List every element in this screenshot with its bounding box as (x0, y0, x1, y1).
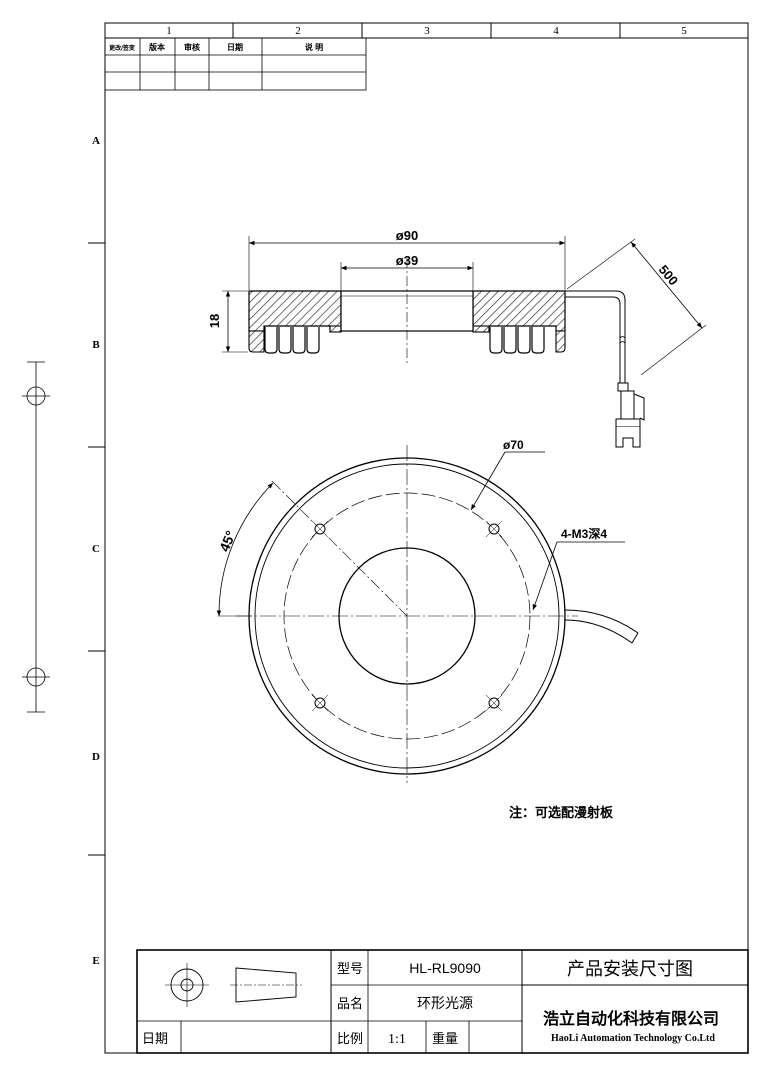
mounting-holes (311, 520, 503, 712)
dim-angle: 45° (216, 528, 239, 554)
zone-col-3: 3 (424, 25, 430, 37)
title-block: 型号 品名 比例 日期 重量 HL-RL9090 环形光源 1:1 产品安装尺寸… (136, 949, 749, 1054)
zone-col-4: 4 (553, 25, 559, 37)
revision-table: 更改/签变 版本 审核 日期 说 明 (104, 37, 367, 91)
company-name-cn: 浩立自动化科技有限公司 (543, 1009, 719, 1028)
binding-holes (22, 361, 50, 713)
revision-header-review: 审核 (184, 42, 200, 52)
drawing-frame (88, 22, 749, 1054)
side-body-left (248, 290, 342, 332)
top-diagonal-line (271, 480, 408, 617)
model-value: HL-RL9090 (409, 960, 481, 976)
drawing-note: 注：可选配漫射板 (509, 805, 614, 820)
revision-header-change: 更改/签变 (109, 44, 135, 52)
zone-col-1: 1 (166, 25, 172, 37)
mounting-hole-icon (311, 694, 329, 712)
dim-height: 18 (207, 314, 222, 328)
dim-pcd: ø70 (503, 438, 524, 452)
date-label: 日期 (142, 1031, 168, 1046)
zone-row-b: B (92, 339, 100, 351)
side-body-right (472, 290, 566, 332)
dim-outer-diameter: ø90 (396, 228, 418, 243)
scale-label: 比例 (337, 1031, 363, 1046)
weight-label: 重量 (432, 1031, 458, 1046)
scale-value: 1:1 (388, 1032, 406, 1047)
top-cable (564, 609, 639, 634)
dim-holes: 4-M3深4 (561, 526, 607, 541)
side-connector (615, 382, 645, 448)
side-view: ø90 ø39 18 500 (207, 228, 707, 448)
name-value: 环形光源 (417, 995, 473, 1011)
angle-arc (216, 482, 274, 617)
zone-row-a: A (92, 135, 100, 147)
zone-col-5: 5 (681, 25, 687, 37)
mounting-hole-icon (485, 694, 503, 712)
side-cable (565, 290, 626, 385)
zone-col-2: 2 (295, 25, 301, 37)
zone-row-e: E (92, 955, 99, 967)
zone-row-d: D (92, 751, 100, 763)
zone-column-labels: 1 2 3 4 5 (166, 25, 687, 37)
model-label: 型号 (337, 961, 363, 976)
name-label: 品名 (337, 996, 363, 1011)
mounting-hole-icon (311, 520, 329, 538)
mounting-hole-icon (485, 520, 503, 538)
revision-header-desc: 说 明 (305, 42, 323, 52)
projection-symbol-icon (165, 963, 302, 1007)
revision-header-version: 版本 (148, 42, 165, 52)
side-fins (264, 327, 545, 354)
dim-inner-diameter: ø39 (396, 253, 418, 268)
zone-row-c: C (92, 543, 100, 555)
company-name-en: HaoLi Automation Technology Co.Ltd (551, 1033, 715, 1044)
zone-row-labels: A B C D E (92, 135, 100, 967)
top-view: ø70 45° 4-M3深4 (216, 438, 639, 783)
dim-cable-length: 500 (656, 262, 681, 288)
drawing-title: 产品安装尺寸图 (567, 959, 693, 979)
revision-header-date: 日期 (227, 42, 243, 52)
